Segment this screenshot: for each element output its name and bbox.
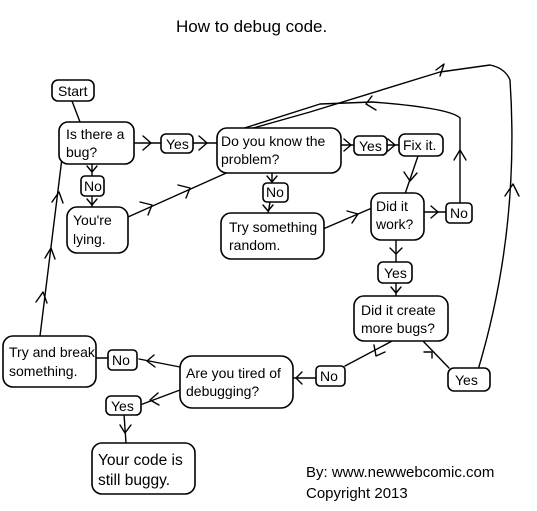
arrowhead — [266, 175, 278, 183]
arrowhead — [453, 149, 467, 161]
edge-random-to-work — [322, 207, 373, 230]
arrowhead — [44, 247, 56, 260]
node-label: Start — [58, 83, 88, 99]
node-label-line1: Try something — [229, 219, 317, 235]
arrowhead — [146, 354, 156, 368]
label-no-1: No — [80, 175, 105, 197]
edge-tired-to-yes — [139, 389, 181, 406]
edge-yes-to-buggy — [123, 413, 127, 444]
node-fix-it: Fix it. — [398, 133, 444, 157]
node-label: Yes — [166, 136, 189, 152]
node-are-you-tired-of-debugging: Are you tired of debugging? — [179, 355, 294, 409]
node-your-code-is-still-buggy: Your code is still buggy. — [91, 442, 196, 495]
node-label: No — [266, 184, 284, 200]
edge-lying-to-know — [127, 169, 234, 218]
arrowhead — [86, 165, 98, 173]
node-label-line2: still buggy. — [98, 472, 170, 489]
arrowhead — [423, 351, 433, 359]
arrowhead — [430, 205, 439, 219]
edge-bugs-to-no — [344, 339, 395, 367]
arrowhead — [139, 201, 153, 216]
node-did-it-work: Did it work? — [370, 192, 425, 241]
credit-copyright: Copyright 2013 — [306, 485, 408, 502]
node-do-you-know-the-problem: Do you know the problem? — [216, 127, 342, 174]
node-label-line2: work? — [375, 216, 414, 232]
arrowhead — [142, 135, 152, 151]
label-yes-5: Yes — [105, 395, 142, 416]
arrowhead — [403, 171, 418, 182]
label-yes-3: Yes — [377, 261, 413, 284]
node-label: Fix it. — [403, 137, 436, 153]
node-label-line1: Are you tired of — [186, 365, 281, 381]
node-label: Yes — [455, 372, 478, 388]
node-label-line1: Your code is — [98, 452, 183, 469]
edge-no-to-random — [267, 201, 271, 215]
label-no-5: No — [107, 349, 138, 371]
arrowhead — [373, 344, 386, 357]
node-label-line1: Is there a — [66, 126, 125, 142]
node-label: Yes — [111, 398, 134, 414]
label-no-2: No — [262, 182, 289, 203]
edge-break-to-bug — [39, 157, 63, 337]
node-label-line1: Do you know the — [221, 133, 325, 149]
arrowhead — [198, 135, 208, 151]
label-yes-1: Yes — [160, 133, 194, 154]
arrowhead — [343, 138, 352, 152]
label-yes-2: Yes — [353, 135, 388, 156]
node-try-and-break-something: Try and break something. — [2, 335, 97, 388]
node-start: Start — [51, 79, 95, 102]
node-youre-lying: You're lying. — [66, 206, 129, 254]
node-label-line1: Did it create — [361, 302, 436, 318]
edge-yes-big-loop — [231, 64, 513, 371]
arrowhead — [387, 138, 396, 152]
arrowhead — [390, 286, 402, 294]
arrowhead — [86, 198, 98, 206]
node-is-there-a-bug: Is there a bug? — [58, 121, 135, 165]
node-label-line2: debugging? — [186, 383, 259, 399]
node-label-line1: Did it — [376, 198, 408, 214]
arrowhead — [365, 95, 377, 111]
node-label: No — [450, 205, 468, 221]
node-label: No — [84, 178, 102, 194]
arrowhead — [346, 210, 359, 224]
node-try-something-random: Try something random. — [220, 212, 325, 260]
edge-start-to-bug — [71, 100, 81, 123]
node-label-line2: something. — [9, 363, 77, 379]
arrowhead — [504, 183, 520, 197]
arrowhead — [35, 291, 48, 304]
node-did-it-create-more-bugs: Did it create more bugs? — [353, 295, 449, 342]
edge-bugs-to-yes — [421, 339, 450, 369]
node-label-line2: problem? — [221, 151, 280, 167]
arrowhead — [295, 371, 303, 385]
node-label-line1: You're — [73, 212, 112, 228]
node-label: Yes — [359, 138, 382, 154]
arrowhead — [119, 424, 132, 434]
label-yes-4: Yes — [447, 367, 491, 392]
edge-fix-to-work — [404, 155, 419, 195]
edge-no-loop-up — [231, 101, 461, 204]
arrowhead — [149, 392, 160, 406]
credit-by: By: www.newwebcomic.com — [306, 464, 494, 481]
arrowhead — [51, 191, 64, 204]
label-no-4: No — [315, 365, 346, 387]
node-label: No — [112, 352, 130, 368]
node-label-line2: bug? — [66, 144, 97, 160]
node-label-line2: random. — [229, 237, 280, 253]
label-no-3: No — [445, 202, 473, 224]
arrowhead — [389, 247, 403, 255]
arrowhead — [177, 184, 191, 199]
arrowhead — [435, 63, 445, 77]
node-label-line2: lying. — [73, 231, 106, 247]
node-label-line1: Try and break — [9, 344, 96, 360]
node-label: Yes — [384, 265, 407, 281]
node-label-line2: more bugs? — [361, 320, 435, 336]
diagram-title: How to debug code. — [176, 17, 327, 36]
node-label: No — [320, 368, 338, 384]
arrowhead — [262, 204, 274, 212]
edge-tired-to-no — [138, 358, 181, 368]
